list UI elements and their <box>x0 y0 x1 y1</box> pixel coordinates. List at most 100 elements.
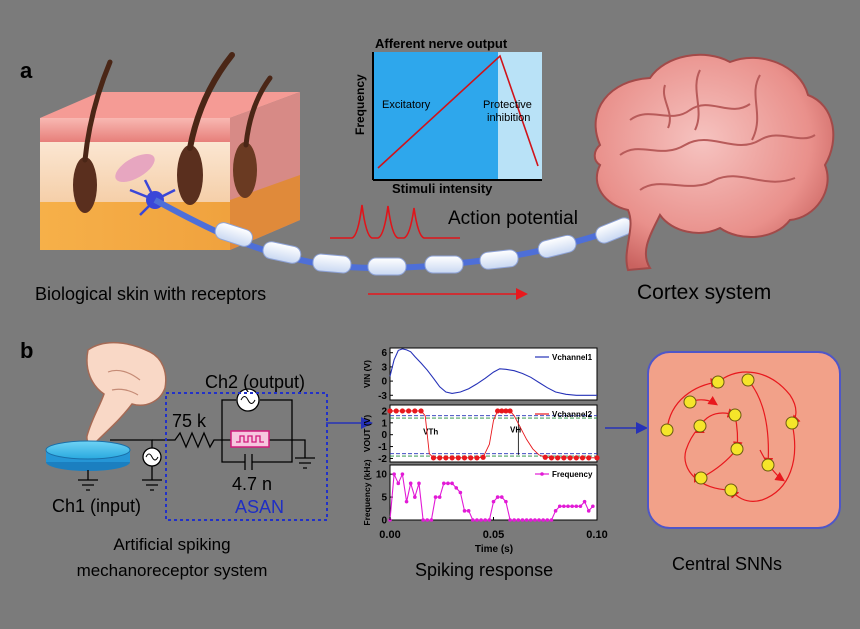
data-point <box>425 518 430 522</box>
data-point <box>578 504 583 509</box>
y-axis-label: VIN (V) <box>362 360 372 388</box>
data-point <box>429 518 434 522</box>
snn-neuron <box>693 419 707 433</box>
cortex-caption: Cortex system <box>637 281 771 304</box>
data-point <box>582 499 587 504</box>
data-point <box>408 481 413 486</box>
skin-caption: Biological skin with receptors <box>35 284 266 304</box>
data-point <box>449 455 455 461</box>
myelin-cell <box>367 257 407 276</box>
data-point <box>504 499 508 504</box>
y-tick-label: 5 <box>381 493 387 504</box>
y-tick-label: 3 <box>381 362 387 373</box>
x-tick-label: 0.00 <box>379 529 400 541</box>
data-point <box>545 518 550 522</box>
data-point <box>400 472 405 476</box>
capacitor-plates <box>244 454 253 470</box>
myelin-cell <box>214 222 253 247</box>
y-tick-label: 0 <box>381 377 387 388</box>
data-point <box>591 504 595 509</box>
spiking-device <box>230 430 270 448</box>
data-point <box>499 408 505 414</box>
snn-neuron <box>660 423 674 437</box>
data-point <box>555 455 561 461</box>
asan-dashed-box <box>165 392 328 521</box>
data-point <box>542 454 548 460</box>
snn-neuron <box>785 416 799 430</box>
data-point <box>557 504 562 509</box>
data-point <box>508 518 512 522</box>
inset-excitatory-label: Excitatory <box>382 99 431 111</box>
afferent-output-inset: Afferent nerve output Frequency Stimuli … <box>353 36 542 196</box>
snn-neuron <box>730 442 744 456</box>
hair-strand <box>82 59 113 163</box>
y-tick-label: 2 <box>381 406 387 417</box>
chart-panel-frame <box>389 464 598 521</box>
chart-panel-frame <box>389 347 598 401</box>
data-point <box>462 509 467 513</box>
data-point <box>475 518 479 522</box>
ground-symbol-input <box>78 470 98 491</box>
data-point <box>561 455 567 461</box>
data-point <box>495 495 500 499</box>
output-sine-icon <box>240 396 256 404</box>
y-tick-label: -3 <box>378 391 387 402</box>
data-point <box>387 408 393 414</box>
data-point <box>392 472 396 476</box>
data-point <box>528 518 533 522</box>
myelin-cell <box>537 234 577 259</box>
data-point <box>573 455 579 461</box>
legend-label: Vchannel2 <box>552 410 593 419</box>
input-sine-icon <box>145 453 159 461</box>
x-axis-label: Time (s) <box>475 544 513 555</box>
legend-label: Frequency <box>552 470 593 479</box>
data-point <box>430 455 437 461</box>
data-point <box>507 408 513 414</box>
myelin-sheaths <box>214 217 634 276</box>
y-tick-label: 0 <box>381 430 387 441</box>
data-point <box>458 490 463 495</box>
y-axis-label: VOUT (V) <box>362 415 372 452</box>
capacitor-loop <box>221 440 293 463</box>
data-point <box>450 481 454 486</box>
data-point <box>443 455 449 461</box>
ground-symbol-source <box>142 466 162 491</box>
data-point <box>404 499 409 504</box>
data-point <box>399 408 406 414</box>
data-point <box>480 454 486 460</box>
data-point <box>566 504 570 509</box>
snn-network <box>647 351 841 529</box>
myelin-cell <box>312 253 352 274</box>
hair-strand <box>243 75 273 148</box>
data-point <box>548 455 555 461</box>
data-point <box>574 504 579 509</box>
data-point <box>586 509 591 513</box>
inset-title: Afferent nerve output <box>375 36 508 51</box>
snn-edge <box>759 449 785 482</box>
data-point <box>454 486 459 490</box>
data-point <box>455 455 461 461</box>
snn-edge <box>666 378 721 431</box>
asan-label: ASAN <box>235 497 284 517</box>
inset-inhibition-label: inhibition <box>487 112 530 124</box>
snn-neuron <box>683 395 697 409</box>
hair-follicle <box>177 145 203 205</box>
data-point <box>503 408 509 414</box>
data-point <box>537 518 541 522</box>
data-point <box>413 495 417 499</box>
hand-creases <box>107 369 141 396</box>
capacitor-label: 4.7 n <box>232 474 272 494</box>
inset-protective-label: Protective <box>483 99 532 111</box>
data-point <box>446 481 450 486</box>
vh-annotation: VH <box>510 425 521 434</box>
data-point <box>393 408 399 414</box>
snn-neuron <box>728 408 742 422</box>
ground-symbol-output <box>292 439 315 469</box>
y-tick-label: 1 <box>381 418 387 429</box>
data-point <box>417 481 421 486</box>
